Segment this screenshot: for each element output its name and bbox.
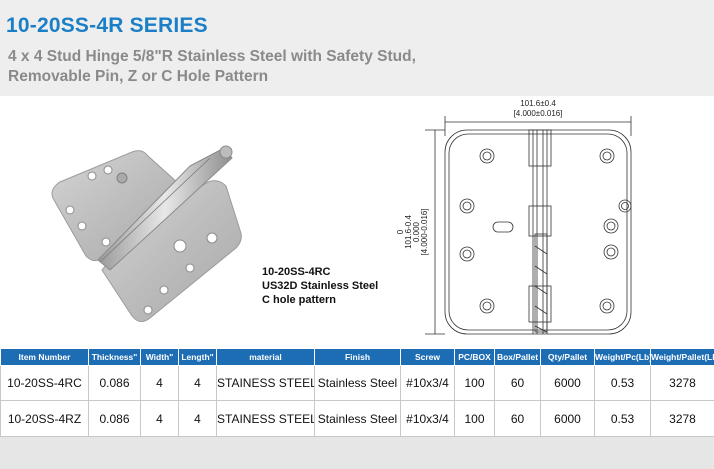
cell-screw: #10x3/4 xyxy=(400,365,455,401)
technical-drawing: 101.6±0.4 [4.000±0.016] 0 101.6-0.4 0.00… xyxy=(396,99,632,335)
drawing-hole xyxy=(603,244,619,260)
table-header-row: Item Number Thickness" Width" Length" ma… xyxy=(0,348,714,366)
height-dimension-2: 101.6-0.4 xyxy=(404,215,413,249)
hinge-right-leaf xyxy=(101,180,242,322)
plate-outline xyxy=(444,129,632,335)
cell-qty-pallet: 6000 xyxy=(540,400,595,437)
drawing-hole xyxy=(459,198,475,214)
height-dimension-3: 0.000 xyxy=(412,221,421,242)
col-material: material xyxy=(216,348,315,366)
screw-hole xyxy=(103,165,113,175)
spec-table: Item Number Thickness" Width" Length" ma… xyxy=(0,348,714,437)
caption-finish: US32D Stainless Steel xyxy=(262,280,379,292)
drawing-hole xyxy=(479,148,495,164)
cell-thickness: 0.086 xyxy=(88,400,141,437)
screw-hole xyxy=(173,239,187,253)
width-dimension-inch: [4.000±0.016] xyxy=(514,109,563,118)
col-pc-box: PC/BOX xyxy=(454,348,495,366)
photo-caption: 10-20SS-4RC US32D Stainless Steel C hole… xyxy=(262,265,378,307)
cell-finish: Stainless Steel xyxy=(314,365,401,401)
hinge-left-leaf xyxy=(51,150,189,262)
drawing-hole xyxy=(599,298,615,314)
cell-item-number: 10-20SS-4RZ xyxy=(0,400,89,437)
width-dimension: 101.6±0.4 xyxy=(520,99,556,108)
drawing-hole xyxy=(603,218,619,234)
col-screw: Screw xyxy=(400,348,455,366)
col-finish: Finish xyxy=(314,348,401,366)
bottom-band xyxy=(0,437,714,469)
drawing-hole xyxy=(479,298,495,314)
col-width: Width" xyxy=(140,348,179,366)
cell-pc-box: 100 xyxy=(454,400,495,437)
drawing-hole xyxy=(459,246,475,262)
screw-hole xyxy=(159,285,169,295)
hinge-knuckle xyxy=(97,147,233,271)
table-row: 10-20SS-4RC 0.086 4 4 STAINESS STEEL Sta… xyxy=(0,365,714,401)
col-item-number: Item Number xyxy=(0,348,89,366)
pin-cap xyxy=(219,145,233,159)
drawing-hole xyxy=(618,199,632,213)
drawing-hole xyxy=(599,148,615,164)
height-dimension-4: [4.000-0.016] xyxy=(420,208,429,255)
screw-hole xyxy=(101,237,111,247)
table-row: 10-20SS-4RZ 0.086 4 4 STAINESS STEEL Sta… xyxy=(0,400,714,437)
col-weight-pallet: Weight/Pallet(Lb) xyxy=(650,348,714,366)
screw-hole xyxy=(77,221,87,231)
cell-weight-pallet: 3278 xyxy=(650,365,714,401)
cell-length: 4 xyxy=(178,400,217,437)
screw-hole xyxy=(65,205,75,215)
subtitle-line-1: 4 x 4 Stud Hinge 5/8"R Stainless Steel w… xyxy=(8,48,416,65)
col-qty-pallet: Qty/Pallet xyxy=(540,348,595,366)
cell-material: STAINESS STEEL xyxy=(216,365,315,401)
cell-thickness: 0.086 xyxy=(88,365,141,401)
cell-width: 4 xyxy=(140,400,179,437)
cell-length: 4 xyxy=(178,365,217,401)
cell-weight-pallet: 3278 xyxy=(650,400,714,437)
stud-slot xyxy=(492,221,514,233)
col-thickness: Thickness" xyxy=(88,348,141,366)
series-title: 10-20SS-4R SERIES xyxy=(6,14,208,37)
screw-hole xyxy=(206,232,218,244)
col-weight-pc: Weight/Pc(Lb) xyxy=(594,348,651,366)
cell-material: STAINESS STEEL xyxy=(216,400,315,437)
product-subtitle: 4 x 4 Stud Hinge 5/8"R Stainless Steel w… xyxy=(8,47,416,87)
height-dimension-1: 0 xyxy=(396,229,405,234)
cell-screw: #10x3/4 xyxy=(400,400,455,437)
cell-qty-pallet: 6000 xyxy=(540,365,595,401)
screw-hole xyxy=(143,305,153,315)
col-box-pallet: Box/Pallet xyxy=(494,348,541,366)
screw-hole xyxy=(185,263,195,273)
cell-width: 4 xyxy=(140,365,179,401)
screw-hole xyxy=(87,171,97,181)
cell-weight-pc: 0.53 xyxy=(594,400,651,437)
subtitle-line-2: Removable Pin, Z or C Hole Pattern xyxy=(8,68,269,85)
cell-box-pallet: 60 xyxy=(494,365,541,401)
caption-pattern: C hole pattern xyxy=(262,294,336,306)
cell-item-number: 10-20SS-4RC xyxy=(0,365,89,401)
cell-finish: Stainless Steel xyxy=(314,400,401,437)
hinge-photo xyxy=(51,145,242,322)
header-band: 10-20SS-4R SERIES 4 x 4 Stud Hinge 5/8"R… xyxy=(0,0,714,96)
col-length: Length" xyxy=(178,348,217,366)
caption-model: 10-20SS-4RC xyxy=(262,266,331,278)
cell-weight-pc: 0.53 xyxy=(594,365,651,401)
cell-pc-box: 100 xyxy=(454,365,495,401)
safety-stud xyxy=(116,172,128,184)
cell-box-pallet: 60 xyxy=(494,400,541,437)
